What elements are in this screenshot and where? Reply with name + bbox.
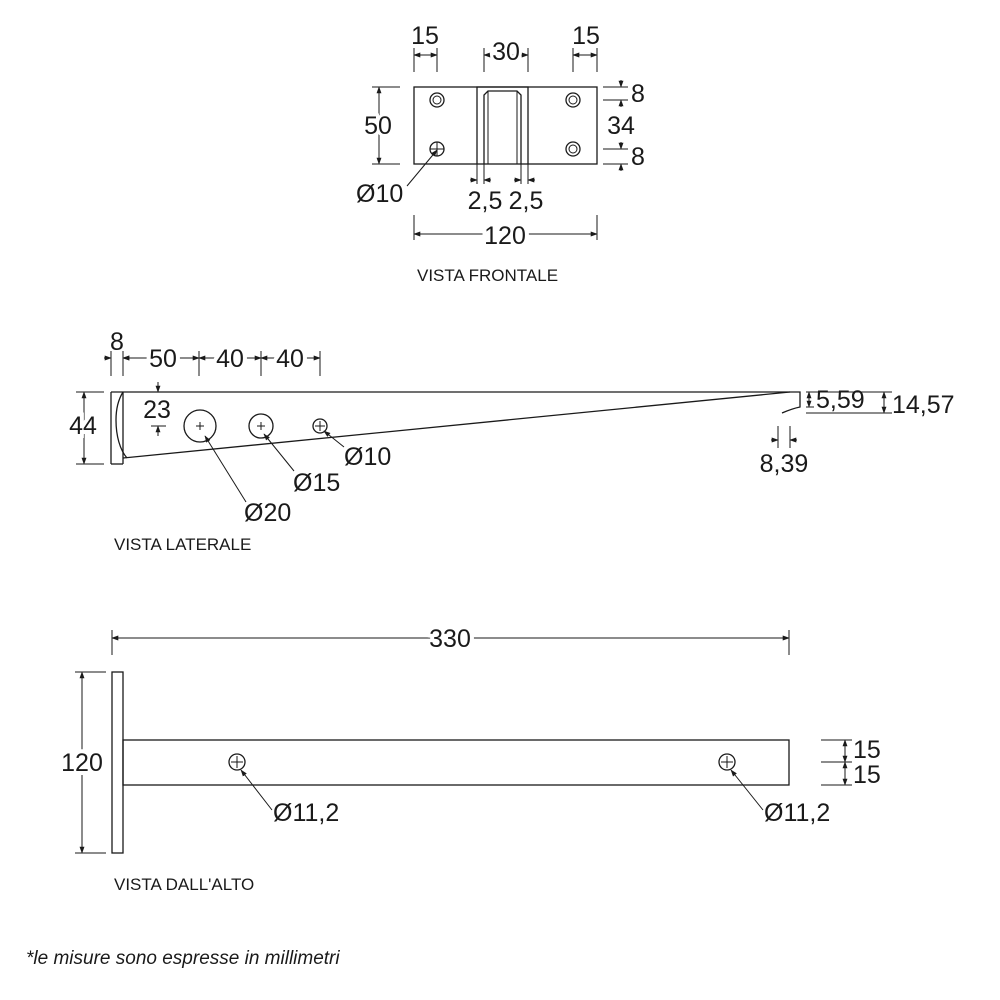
side-holes [183, 409, 328, 443]
front-outline [413, 86, 598, 184]
dim-top-hole-left: Ø11,2 [273, 799, 339, 827]
side-view-label: VISTA LATERALE [114, 535, 251, 554]
side-view: 8 50 40 40 23 44 5,59 14,57 8,39 Ø20 Ø15… [65, 328, 955, 554]
dim-front-wall-right: 2,5 [509, 187, 544, 215]
side-outline [110, 391, 801, 465]
dim-side-hole-height: 23 [143, 396, 171, 424]
dim-side-hole-large: Ø20 [244, 499, 291, 527]
front-view-label: VISTA FRONTALE [417, 266, 558, 285]
front-holes [429, 92, 581, 157]
dim-side-plate-thickness: 8 [110, 328, 124, 356]
dim-side-first-hole: 50 [149, 345, 177, 373]
dim-side-hole-small: Ø10 [344, 443, 391, 471]
front-view: 15 30 15 50 8 34 8 Ø10 2,5 2 [356, 22, 645, 285]
dim-top-half-width-upper: 15 [853, 736, 881, 764]
top-view-label: VISTA DALL'ALTO [114, 875, 254, 894]
dim-side-spacing-2: 40 [276, 345, 304, 373]
dim-side-height: 44 [69, 412, 97, 440]
dim-front-width: 120 [484, 222, 526, 250]
top-holes [228, 753, 736, 771]
top-view: 330 120 15 15 Ø11,2 Ø11,2 VISTA DALL'ALT… [57, 621, 881, 894]
top-outline [111, 671, 790, 854]
dim-front-top-offset: 8 [631, 80, 645, 108]
dim-top-length: 330 [429, 625, 471, 653]
dim-top-plate-width: 120 [61, 749, 103, 777]
dim-front-wall-left: 2,5 [468, 187, 503, 215]
dim-side-end-height: 14,57 [892, 391, 955, 419]
dim-side-tip-height: 5,59 [816, 386, 865, 414]
dim-side-spacing-1: 40 [216, 345, 244, 373]
units-note: *le misure sono espresse in millimetri [26, 948, 340, 969]
dim-front-channel-width: 30 [492, 38, 520, 66]
dim-top-half-width-lower: 15 [853, 761, 881, 789]
dim-front-height: 50 [364, 112, 392, 140]
dim-side-tip-length: 8,39 [760, 450, 809, 478]
dim-front-right-margin: 15 [572, 22, 600, 50]
dim-front-hole-spacing: 34 [607, 112, 635, 140]
dim-front-hole-dia: Ø10 [356, 180, 403, 208]
dim-top-hole-right: Ø11,2 [764, 799, 830, 827]
dim-side-hole-medium: Ø15 [293, 469, 340, 497]
dim-front-bottom-offset: 8 [631, 143, 645, 171]
dim-front-left-margin: 15 [411, 22, 439, 50]
